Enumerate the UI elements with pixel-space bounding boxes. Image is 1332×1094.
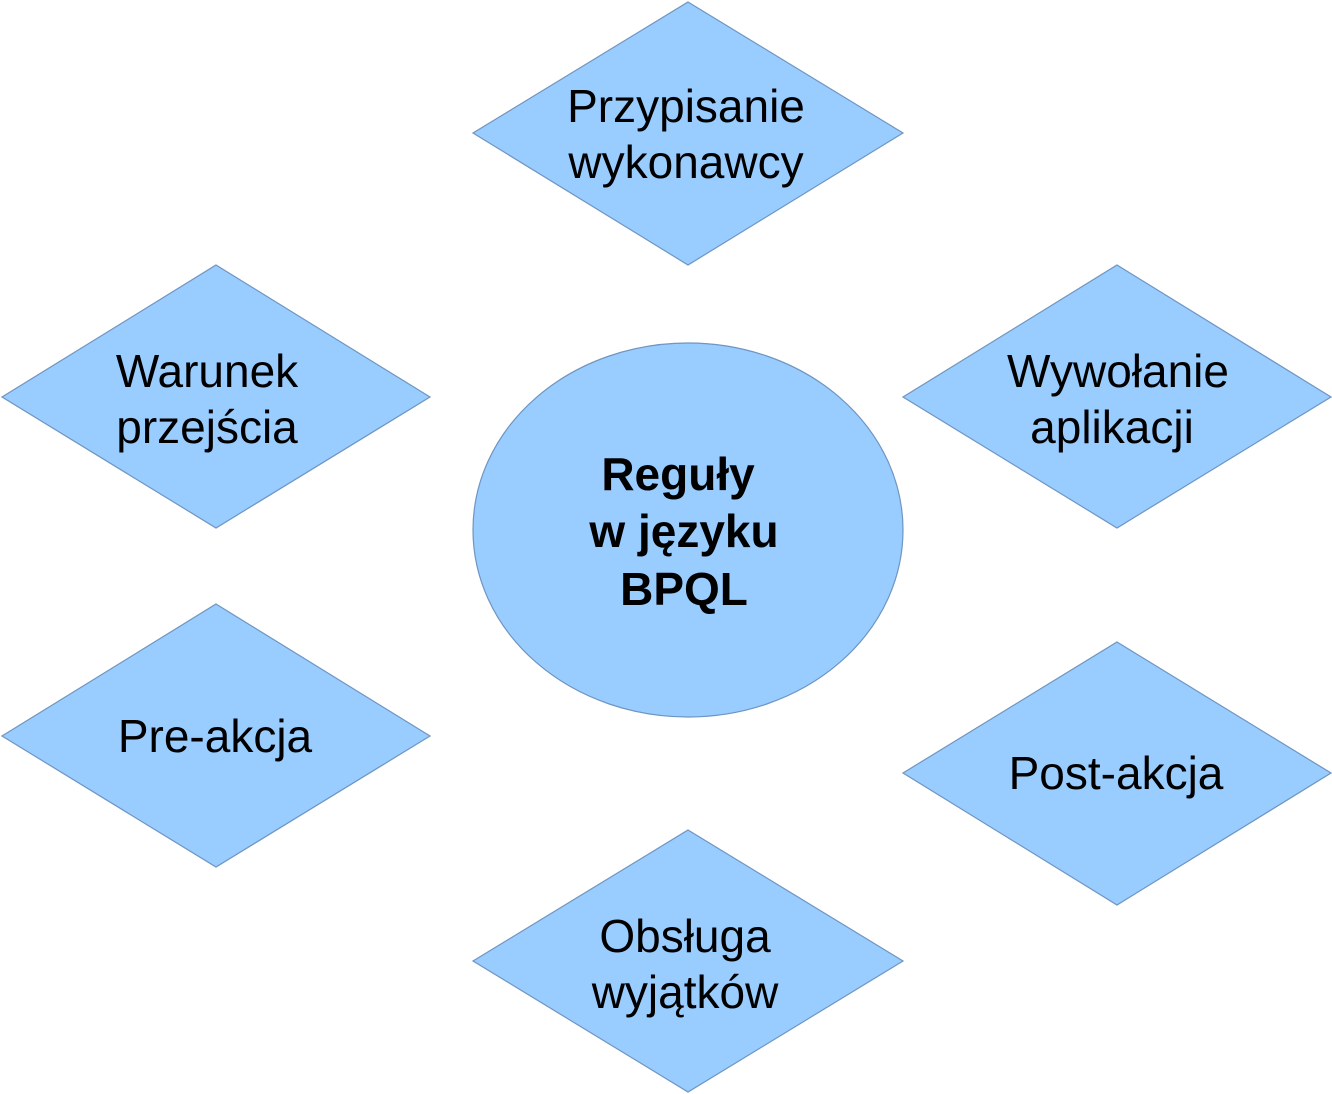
center-label: Reguły — [601, 448, 755, 500]
node-label: Warunek — [116, 345, 299, 397]
node-label: Post-akcja — [1009, 747, 1224, 799]
node-label: Pre-akcja — [118, 710, 313, 762]
node-label: Obsługa — [599, 910, 771, 962]
node-bottom: Obsługa wyjątków — [471, 829, 905, 1093]
node-label: wyjątków — [591, 966, 779, 1018]
center-label: BPQL — [620, 563, 748, 615]
node-label: Przypisanie — [567, 80, 805, 132]
node-left-upper: Warunek przejścia — [0, 264, 432, 529]
diamond-shape — [901, 264, 1332, 529]
diamond-shape — [471, 829, 905, 1093]
center-node: Reguły w języku BPQL — [472, 342, 904, 718]
node-label: Wywołanie — [1007, 345, 1229, 397]
node-label: wykonawcy — [567, 136, 803, 188]
diamond-shape — [0, 603, 432, 868]
center-ellipse — [472, 342, 904, 718]
node-label: przejścia — [116, 401, 298, 453]
node-left-lower: Pre-akcja — [0, 603, 432, 868]
node-top: Przypisanie wykonawcy — [471, 1, 905, 266]
diamond-shape — [0, 264, 432, 529]
node-right-lower: Post-akcja — [901, 641, 1332, 906]
node-right-upper: Wywołanie aplikacji — [901, 264, 1332, 529]
diamond-shape — [471, 1, 905, 266]
center-label: w języku — [588, 505, 778, 557]
node-label: aplikacji — [1030, 401, 1194, 453]
diamond-shape — [901, 641, 1332, 906]
